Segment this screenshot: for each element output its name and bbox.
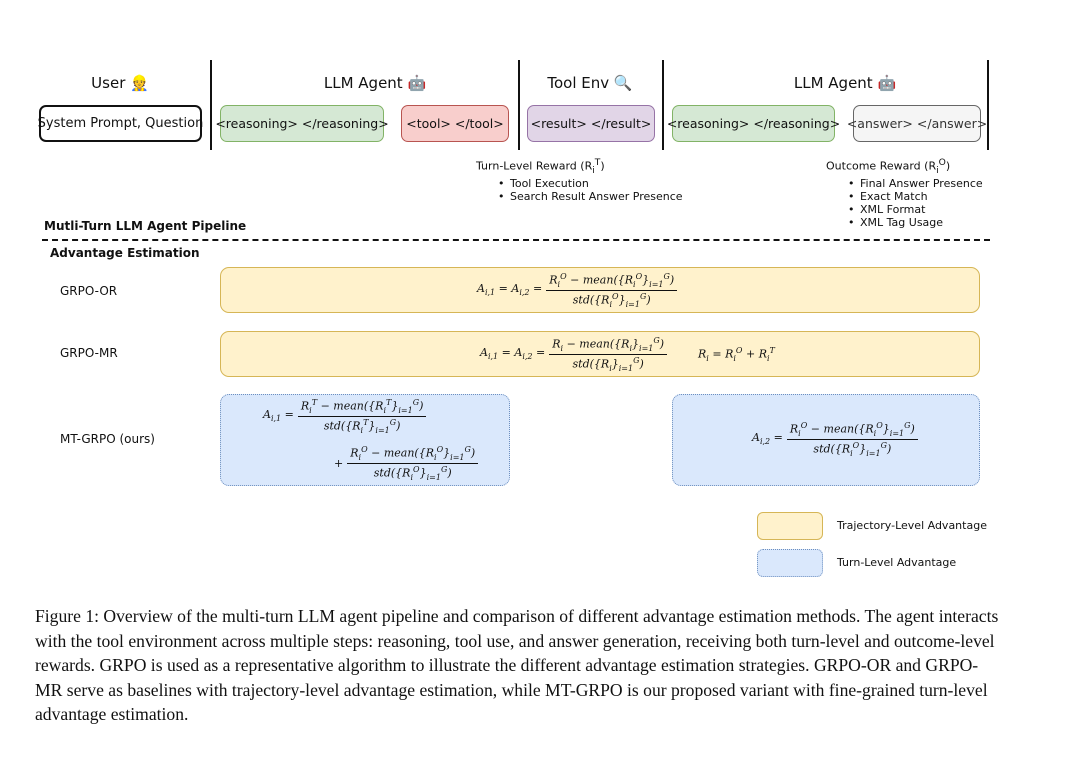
column-header-llm-agent-1: LLM Agent 🤖	[323, 74, 427, 92]
answer-pill: <answer> </answer>	[847, 105, 987, 142]
reasoning-pill-1: <reasoning> </reasoning>	[215, 105, 389, 142]
outcome-reward: Outcome Reward (RiO) Final Answer Presen…	[826, 156, 983, 229]
outcome-reward-item: Exact Match	[848, 190, 983, 203]
mt-grpo-formula-a1-top: Ai,1 = RiT − mean({RiT}i=1G)std({RiT}i=1…	[263, 397, 430, 435]
column-header-user: User 👷	[91, 74, 149, 92]
result-pill: <result> </result>	[527, 105, 655, 142]
method-label-grpo-mr: GRPO-MR	[60, 346, 118, 360]
advantage-estimation-label: Advantage Estimation	[50, 246, 200, 260]
outcome-reward-item: XML Format	[848, 203, 983, 216]
mt-grpo-formula-a1-bottom: + RiO − mean({RiO}i=1G)std({RiO}i=1G)	[334, 444, 482, 482]
method-label-mt-grpo: MT-GRPO (ours)	[60, 432, 155, 446]
turn-reward-item: Tool Execution	[498, 177, 683, 190]
outcome-reward-item: XML Tag Usage	[848, 216, 983, 229]
turn-reward-item: Search Result Answer Presence	[498, 190, 683, 203]
column-header-llm-agent-2: LLM Agent 🤖	[793, 74, 897, 92]
reasoning-pill-2: <reasoning> </reasoning>	[667, 105, 840, 142]
legend-swatch-trajectory	[757, 512, 823, 540]
turn-level-reward: Turn-Level Reward (RiT) Tool Execution S…	[476, 156, 683, 203]
section-divider	[42, 239, 990, 241]
outcome-reward-title: Outcome Reward (R	[826, 159, 937, 173]
mt-grpo-box-turn-2	[672, 394, 980, 486]
method-label-grpo-or: GRPO-OR	[60, 284, 118, 298]
mt-grpo-formula-a2: Ai,2 = RiO − mean({RiO}i=1G)std({RiO}i=1…	[752, 420, 922, 458]
tool-pill: <tool> </tool>	[401, 105, 509, 142]
figure-caption: Figure 1: Overview of the multi-turn LLM…	[35, 606, 999, 724]
legend-swatch-turn	[757, 549, 823, 577]
grpo-mr-formula: Ai,1 = Ai,2 = Ri − mean({Ri}i=1G)std({Ri…	[480, 335, 671, 373]
mt-grpo-box-turn-1	[220, 394, 510, 486]
grpo-mr-reward-formula: Ri = RiO + RiT	[698, 345, 775, 363]
column-header-tool-env: Tool Env 🔍	[547, 74, 633, 92]
divider-1	[210, 60, 212, 150]
divider-2	[518, 60, 520, 150]
divider-4	[987, 60, 989, 150]
system-prompt-pill: System Prompt, Question	[38, 105, 203, 142]
legend-label-trajectory: Trajectory-Level Advantage	[837, 519, 987, 532]
divider-3	[662, 60, 664, 150]
turn-reward-title: Turn-Level Reward (R	[476, 159, 593, 173]
grpo-or-formula: Ai,1 = Ai,2 = RiO − mean({RiO}i=1G)std({…	[477, 271, 681, 309]
pipeline-label: Mutli-Turn LLM Agent Pipeline	[44, 219, 247, 233]
legend-label-turn: Turn-Level Advantage	[837, 556, 957, 569]
outcome-reward-item: Final Answer Presence	[848, 177, 983, 190]
